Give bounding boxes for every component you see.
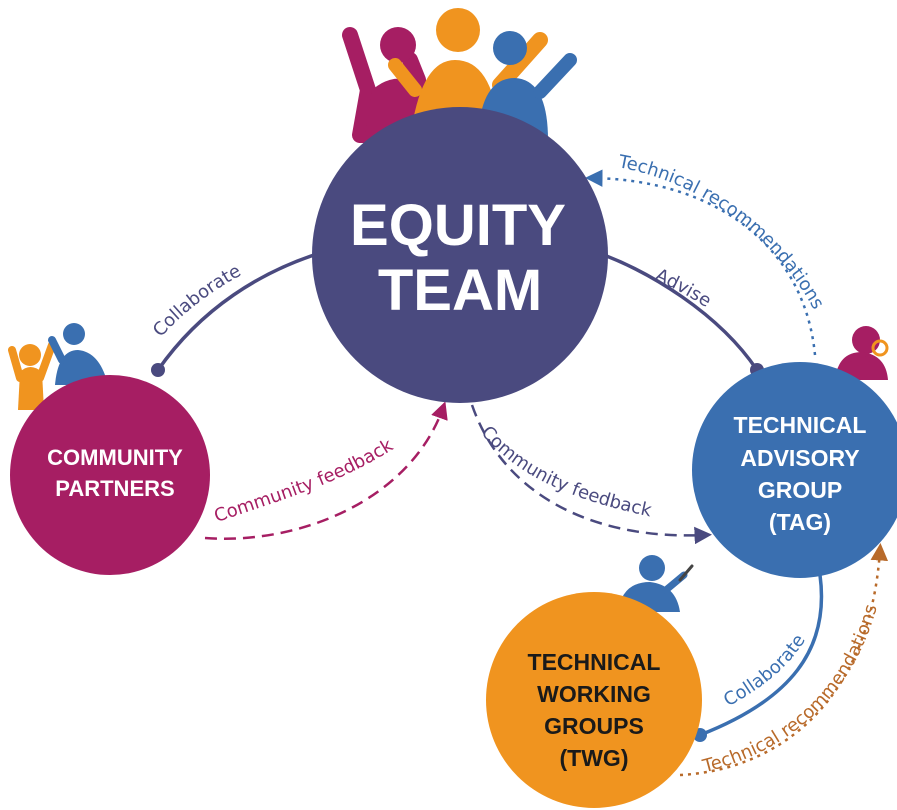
tag-label-line4: (TAG) [769,509,831,535]
edge-label-technical-recommendations-top: Technical recommendations [616,151,828,313]
collaborate-connector-community [156,248,331,372]
community-partners-node: COMMUNITY PARTNERS [10,375,210,575]
community-partners-label-line1: COMMUNITY [47,445,183,470]
equity-team-node: EQUITY TEAM [312,107,608,403]
tag-label-line2: ADVISORY [740,445,859,471]
connector-dot-community [151,363,165,377]
tag-circle [692,362,897,578]
technical-recommendations-arrow-top [585,169,817,356]
person-magnifying-glass-icon [835,326,889,380]
edge-label-community-feedback-right: Community feedback [477,422,654,521]
edge-label-community-feedback-left: Community feedback [212,435,398,527]
advise-connector [589,248,759,371]
edge-label-collaborate-community: Collaborate [149,260,245,341]
community-partners-circle [10,375,210,575]
community-feedback-arrow-left [204,401,448,540]
edge-label-advise: Advise [652,265,715,312]
twg-label-line3: GROUPS [544,713,644,739]
twg-label-line1: TECHNICAL [528,649,661,675]
community-partners-label-line2: PARTNERS [55,476,174,501]
tag-label-line1: TECHNICAL [734,412,867,438]
community-feedback-arrow-right [470,404,712,545]
equity-team-label-line1: EQUITY [350,193,566,258]
twg-node: TECHNICAL WORKING GROUPS (TWG) [486,592,702,808]
twg-circle [486,592,702,808]
tag-label-line3: GROUP [758,477,842,503]
collaborate-connector-twg [699,574,824,737]
equity-team-label-line2: TEAM [378,258,542,323]
twg-label-line2: WORKING [537,681,651,707]
tag-node: TECHNICAL ADVISORY GROUP (TAG) [692,362,897,578]
twg-label-line4: (TWG) [560,745,629,771]
equity-team-circle [312,107,608,403]
